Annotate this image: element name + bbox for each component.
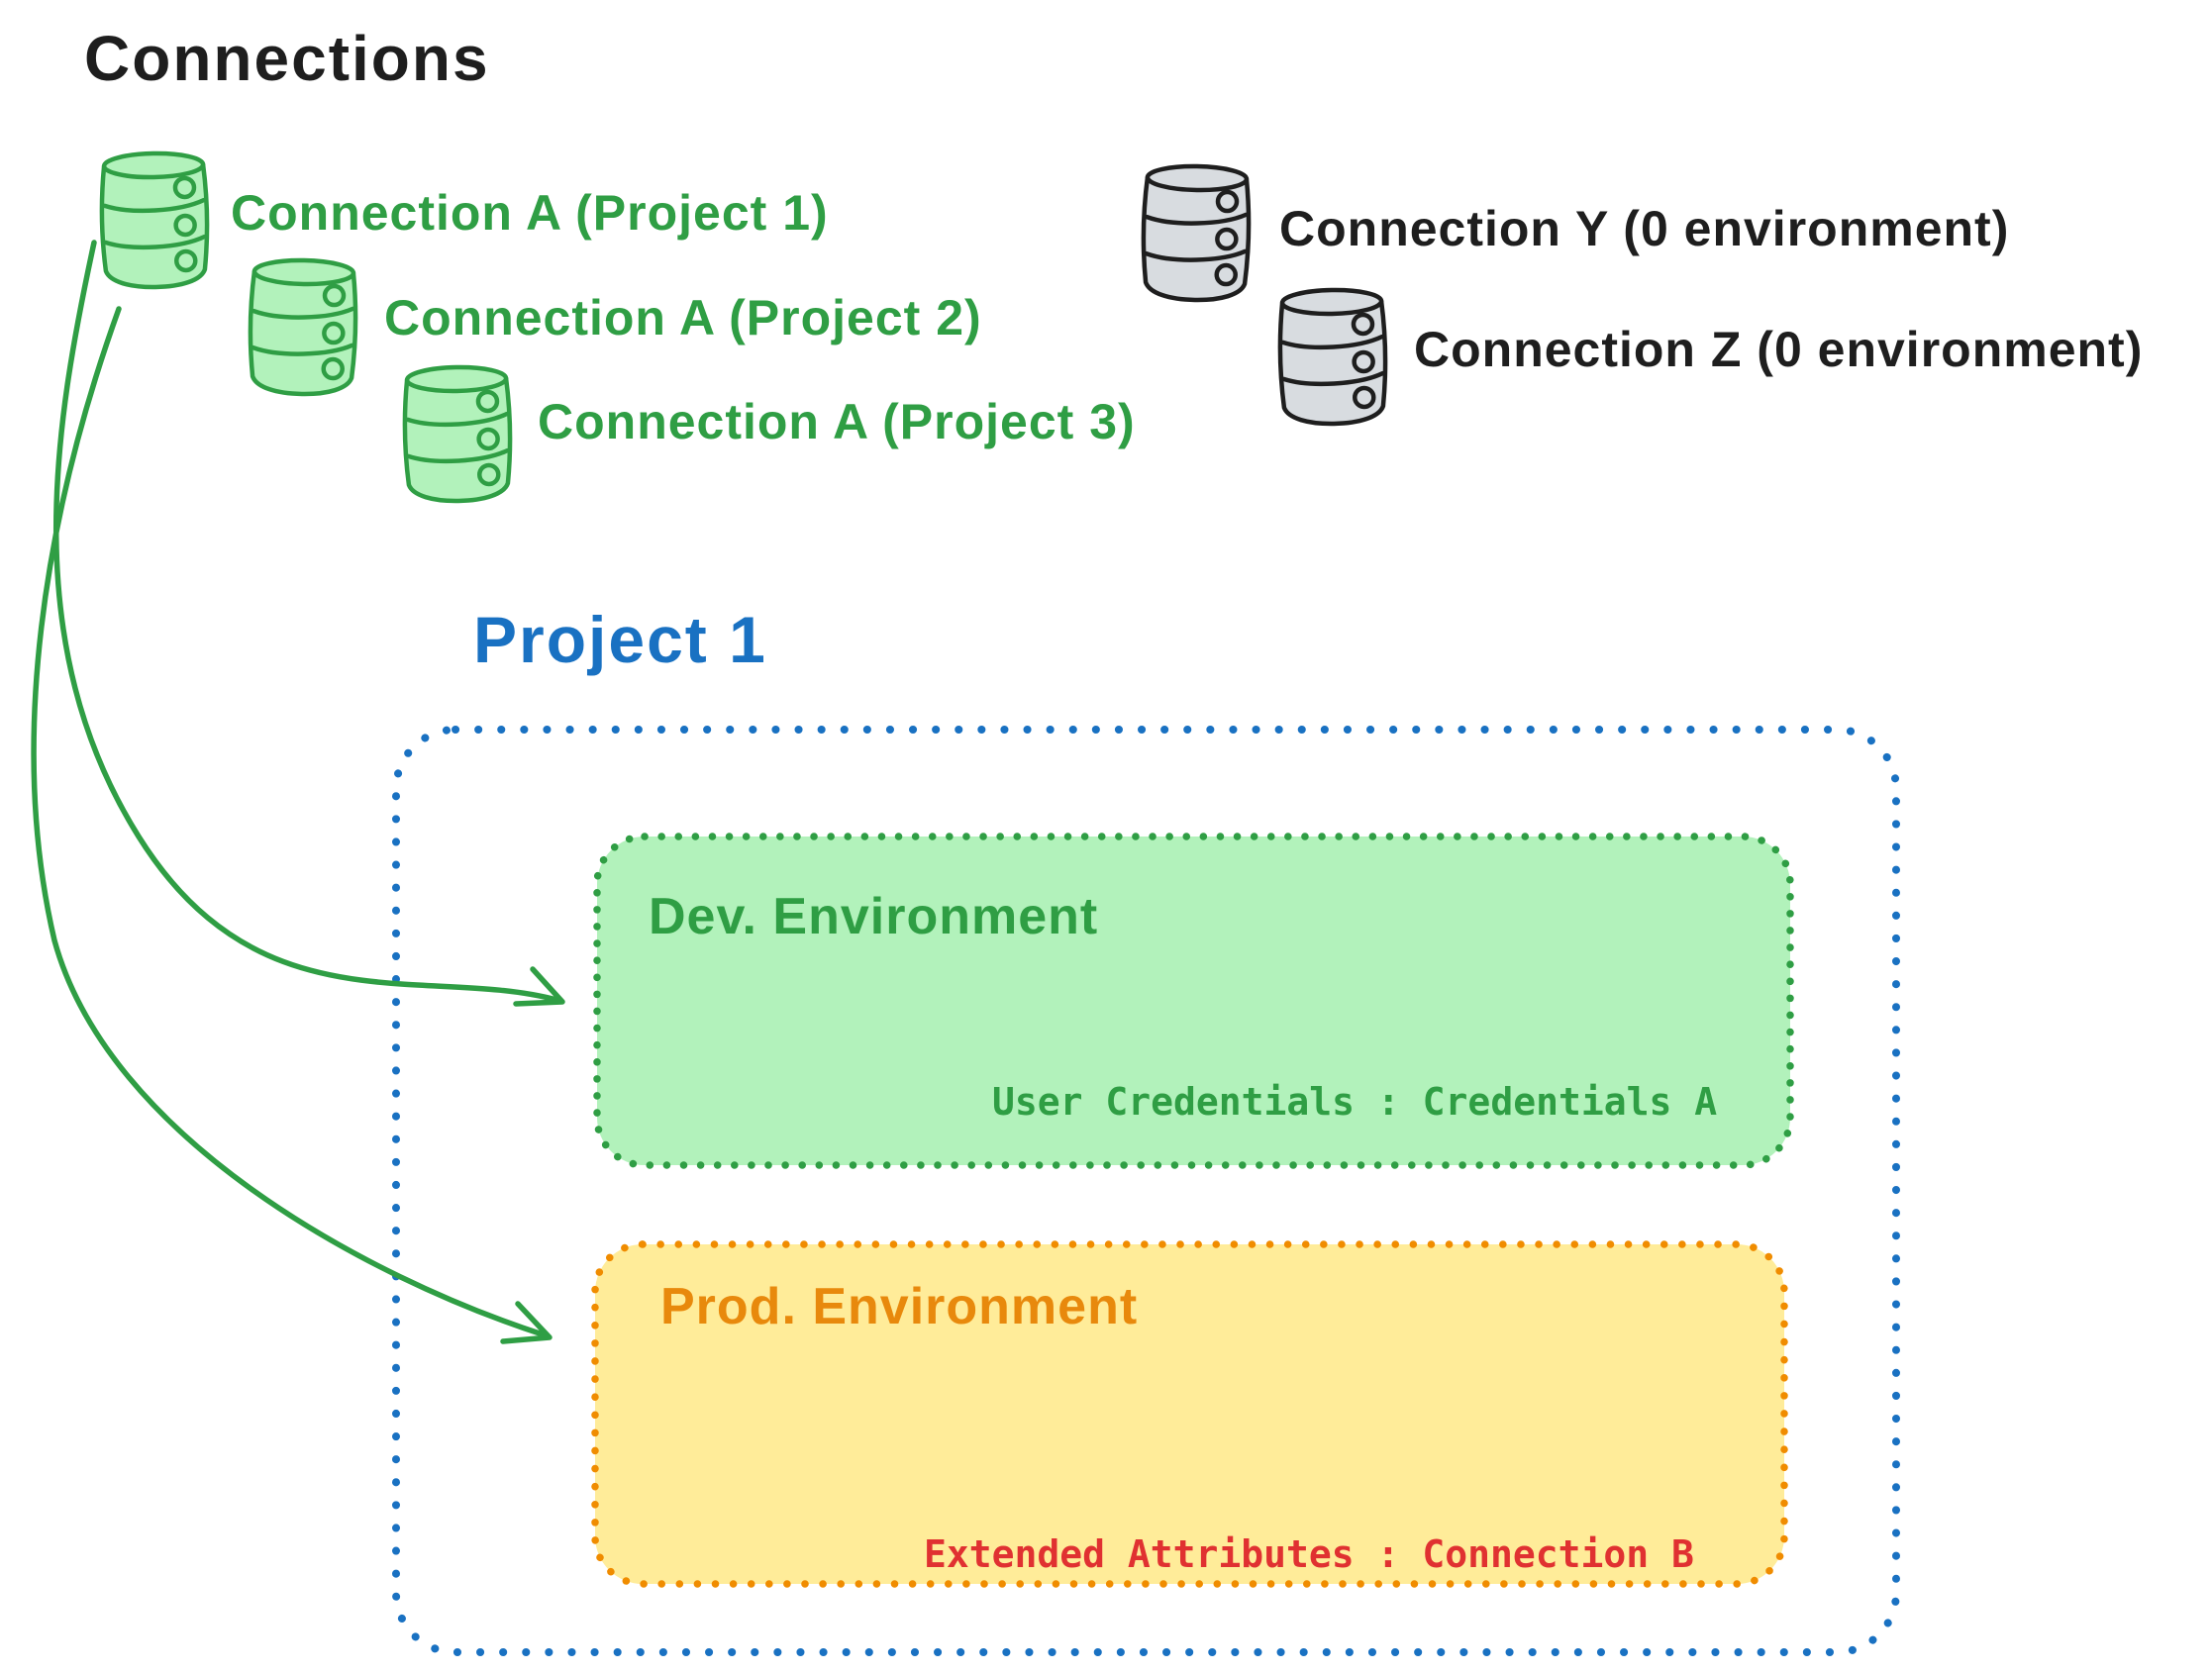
connection-a-project-2-label: Connection A (Project 2) — [384, 290, 982, 345]
database-icon — [403, 366, 512, 502]
arrowhead-dev-icon — [513, 966, 565, 1007]
connection-a-project-1-label: Connection A (Project 1) — [231, 185, 829, 241]
database-icon — [249, 259, 357, 395]
prod-mapping-line-2: Ext.Attr. + Env.Var : Credentials B — [924, 1671, 1717, 1674]
connection-z-label: Connection Z (0 environment) — [1414, 322, 2144, 377]
prod-mapping-line-1: Extended Attributes : Connection B — [924, 1532, 1694, 1576]
prod-environment-title: Prod. Environment — [660, 1278, 1139, 1335]
arrowhead-prod-icon — [500, 1301, 553, 1344]
connection-y-label: Connection Y (0 environment) — [1279, 201, 2010, 256]
project-1-container-box — [392, 726, 1900, 1656]
page-title: Connections — [84, 23, 490, 94]
project-title: Project 1 — [473, 603, 767, 676]
dev-environment-box — [593, 833, 1794, 1169]
prod-credentials-mapping: Extended Attributes : Connection B Ext.A… — [924, 1438, 1717, 1674]
database-icon — [100, 152, 209, 288]
arrow-connection-a-to-prod — [31, 306, 546, 1337]
arrow-connection-a-to-dev — [53, 240, 559, 1003]
dev-environment-title: Dev. Environment — [649, 888, 1099, 945]
connection-a-project-3-label: Connection A (Project 3) — [538, 394, 1136, 449]
database-icon — [1278, 289, 1387, 425]
prod-environment-box — [591, 1240, 1788, 1588]
database-icon — [1142, 165, 1251, 301]
dev-credentials-mapping: User Credentials : Credentials A — [992, 1080, 1718, 1124]
